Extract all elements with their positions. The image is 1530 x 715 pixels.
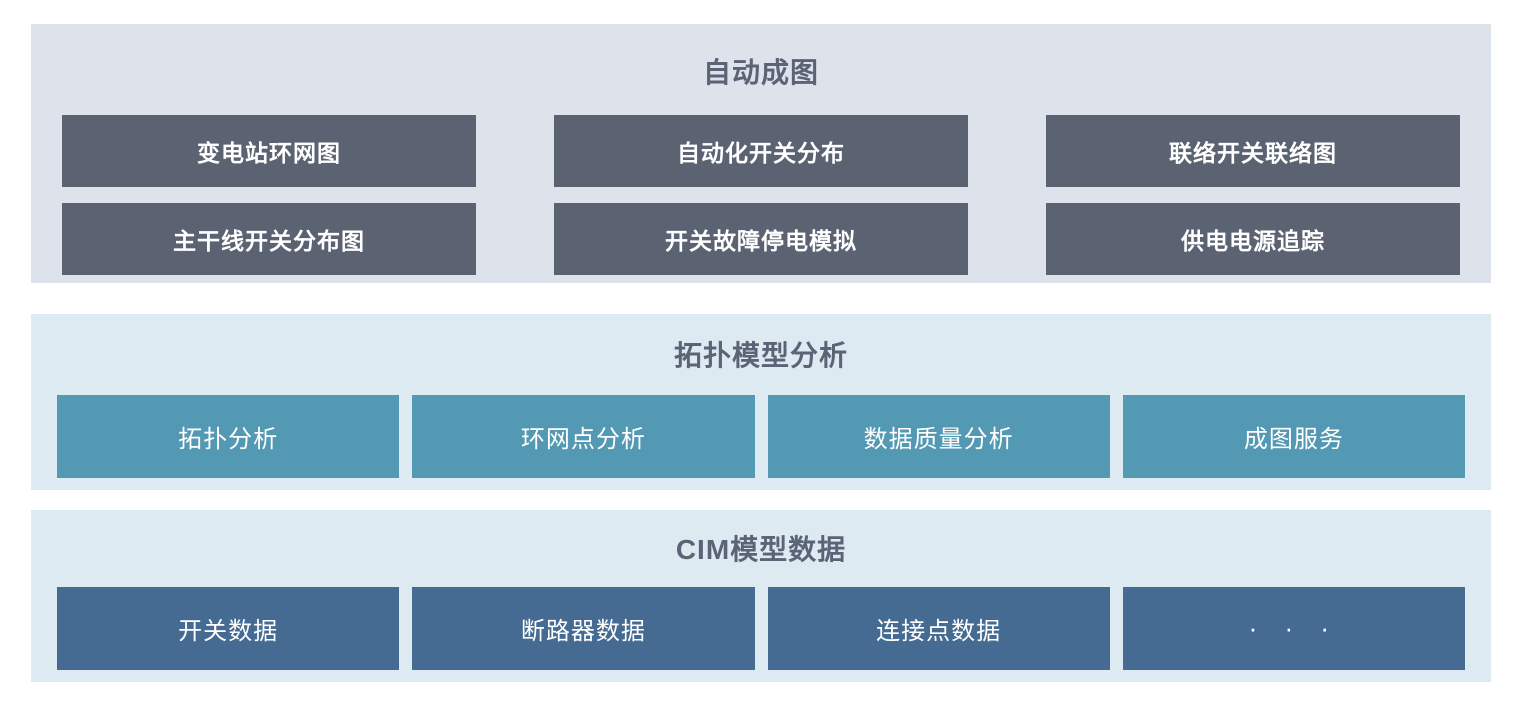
block-power-supply-tracing: 供电电源追踪 [1046, 203, 1460, 275]
block-switch-fault-outage-simulation: 开关故障停电模拟 [554, 203, 968, 275]
section-cim-model-data: CIM模型数据 开关数据 断路器数据 连接点数据 · · · [31, 510, 1491, 682]
block-ring-point-analysis: 环网点分析 [412, 395, 755, 478]
block-switch-data: 开关数据 [57, 587, 400, 670]
section-auto-drawing: 自动成图 变电站环网图 自动化开关分布 联络开关联络图 主干线开关分布图 开关故… [31, 24, 1491, 283]
block-topology-analysis: 拓扑分析 [57, 395, 400, 478]
cim-model-data-grid: 开关数据 断路器数据 连接点数据 · · · [31, 587, 1491, 670]
block-breaker-data: 断路器数据 [412, 587, 755, 670]
block-diagram-service: 成图服务 [1122, 395, 1465, 478]
block-connection-point-data: 连接点数据 [767, 587, 1110, 670]
block-tie-switch-connection-diagram: 联络开关联络图 [1046, 115, 1460, 187]
block-more-data-ellipsis: · · · [1122, 587, 1465, 670]
block-automation-switch-distribution: 自动化开关分布 [554, 115, 968, 187]
auto-drawing-grid: 变电站环网图 自动化开关分布 联络开关联络图 主干线开关分布图 开关故障停电模拟… [31, 115, 1491, 275]
topology-analysis-grid: 拓扑分析 环网点分析 数据质量分析 成图服务 [31, 395, 1491, 478]
section-auto-drawing-title: 自动成图 [702, 57, 819, 88]
block-trunk-line-switch-distribution: 主干线开关分布图 [62, 203, 476, 275]
section-cim-model-data-title: CIM模型数据 [675, 534, 847, 565]
section-topology-analysis-title: 拓扑模型分析 [673, 340, 848, 371]
block-substation-ring-diagram: 变电站环网图 [62, 115, 476, 187]
section-topology-analysis: 拓扑模型分析 拓扑分析 环网点分析 数据质量分析 成图服务 [31, 314, 1491, 490]
block-data-quality-analysis: 数据质量分析 [767, 395, 1110, 478]
